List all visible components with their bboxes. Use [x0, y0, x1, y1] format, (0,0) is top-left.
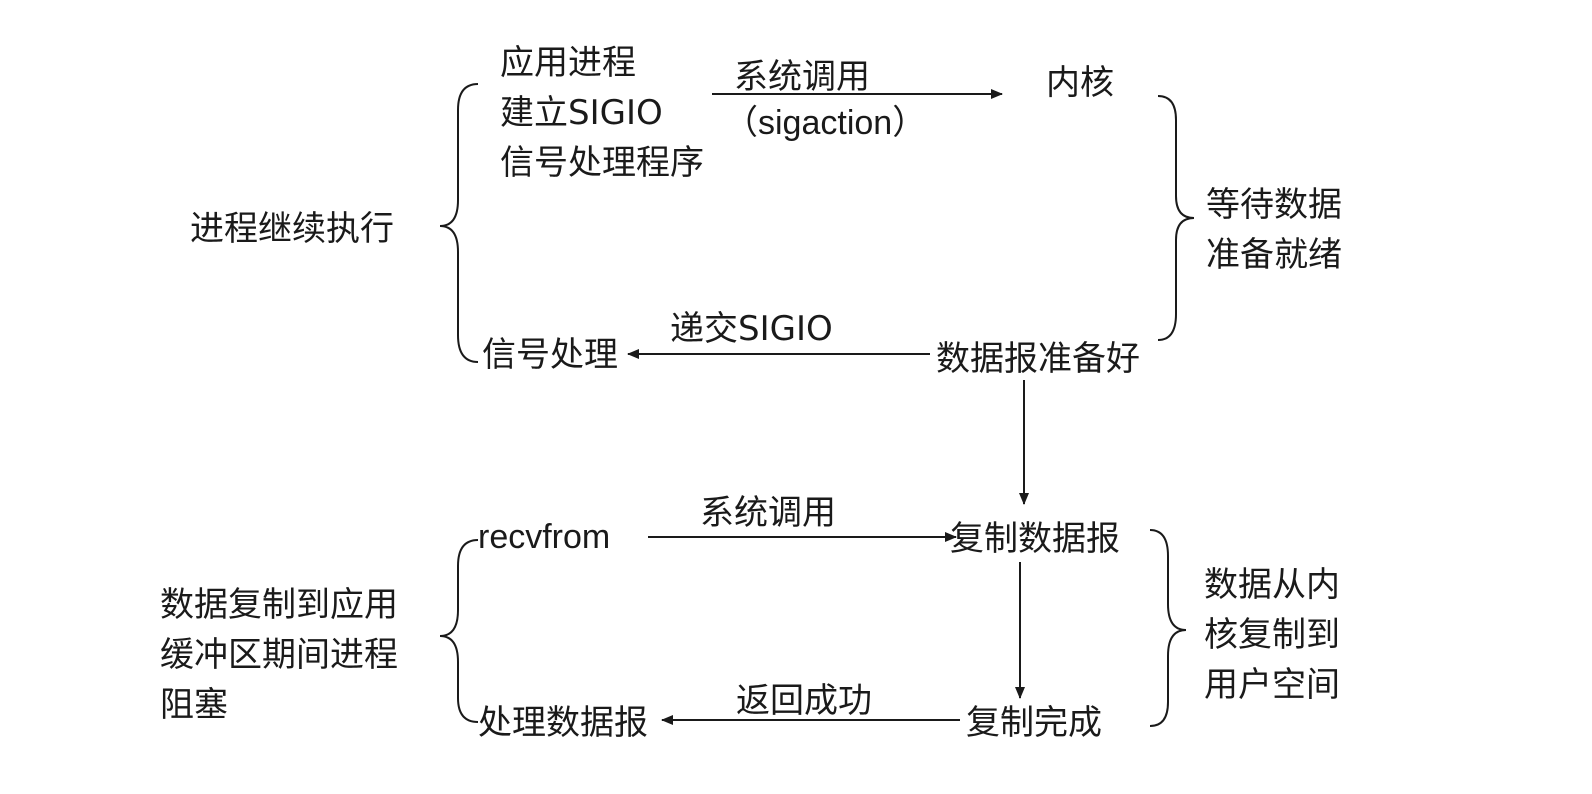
app-setup-line: 信号处理程序 [500, 143, 704, 183]
syscall-name-sigaction: （sigaction） [724, 104, 927, 142]
deliver-sigio-label: 递交SIGIO [670, 309, 833, 349]
return-success-label: 返回成功 [736, 681, 872, 721]
brace-kernel-copy [1149, 529, 1187, 727]
brace-process-continues [439, 83, 479, 363]
copy-done-label: 复制完成 [966, 703, 1102, 743]
datagram-ready-label: 数据报准备好 [936, 339, 1140, 379]
blocked-line: 数据复制到应用 [160, 585, 398, 625]
app-setup-sigio-handler: 应用进程 建立SIGIO 信号处理程序 [500, 38, 704, 188]
copy-datagram-label: 复制数据报 [950, 519, 1120, 559]
process-continues-label: 进程继续执行 [190, 209, 394, 249]
recvfrom-label: recvfrom [478, 518, 611, 556]
blocked-line: 缓冲区期间进程 [160, 635, 398, 675]
kernel-label: 内核 [1046, 63, 1114, 103]
app-setup-line: 建立SIGIO [500, 93, 663, 133]
syscall-label-sigaction: 系统调用 [734, 57, 870, 97]
copy-line: 核复制到 [1204, 615, 1340, 655]
brace-wait-data [1157, 95, 1195, 341]
wait-line: 准备就绪 [1206, 235, 1342, 275]
wait-line: 等待数据 [1206, 185, 1342, 225]
brace-process-blocked [439, 539, 479, 723]
blocked-line: 阻塞 [160, 685, 228, 725]
kernel-copy-label: 数据从内 核复制到 用户空间 [1204, 560, 1340, 710]
process-datagram-label: 处理数据报 [478, 703, 648, 743]
wait-data-ready-label: 等待数据 准备就绪 [1206, 180, 1342, 280]
process-blocked-label: 数据复制到应用 缓冲区期间进程 阻塞 [160, 580, 398, 730]
copy-line: 用户空间 [1204, 665, 1340, 705]
signal-handling-label: 信号处理 [482, 335, 618, 375]
syscall-label-recvfrom: 系统调用 [700, 493, 836, 533]
copy-line: 数据从内 [1204, 565, 1340, 605]
app-setup-line: 应用进程 [500, 43, 636, 83]
